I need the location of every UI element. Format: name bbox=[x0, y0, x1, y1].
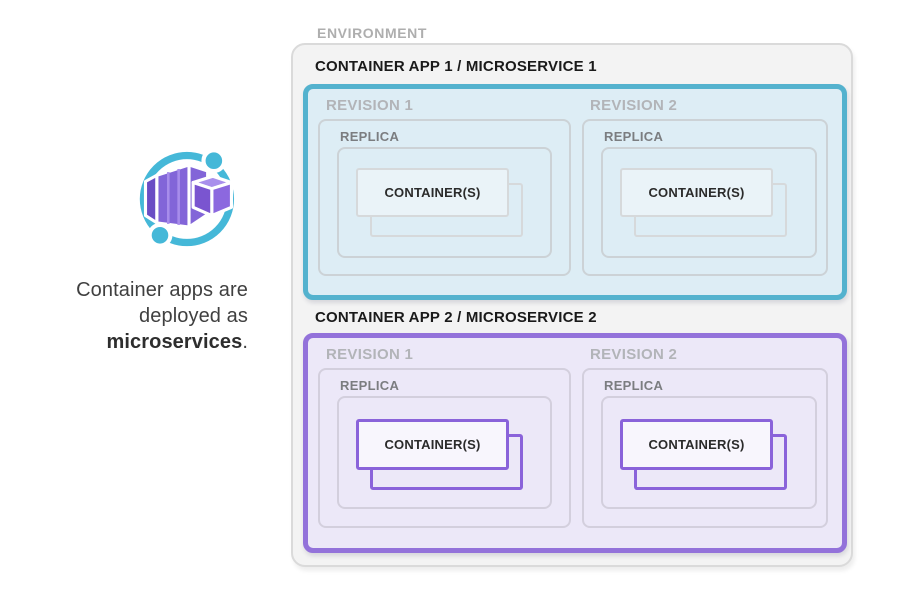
revision-box: REPLICA CONTAINER(S) bbox=[318, 368, 571, 528]
container-cards: CONTAINER(S) bbox=[620, 419, 792, 491]
container-front-face bbox=[155, 163, 191, 229]
app1-revision-2: REVISION 2 REPLICA CONTAINER(S) bbox=[582, 97, 828, 276]
app1-revision-1: REVISION 1 REPLICA CONTAINER(S) bbox=[318, 97, 571, 276]
container-card: CONTAINER(S) bbox=[356, 168, 509, 217]
container-card: CONTAINER(S) bbox=[356, 419, 509, 470]
replica-label: REPLICA bbox=[340, 129, 400, 144]
app2-revision-1: REVISION 1 REPLICA CONTAINER(S) bbox=[318, 346, 571, 528]
revision-box: REPLICA CONTAINER(S) bbox=[582, 119, 828, 276]
container-card: CONTAINER(S) bbox=[620, 168, 773, 217]
revision-box: REPLICA CONTAINER(S) bbox=[318, 119, 571, 276]
container-cards: CONTAINER(S) bbox=[356, 168, 528, 240]
revision-label: REVISION 2 bbox=[590, 346, 678, 363]
container-app-1-label: CONTAINER APP 1 / MICROSERVICE 1 bbox=[315, 58, 597, 75]
orbit-dot bbox=[201, 148, 227, 174]
container-box-shape bbox=[143, 163, 234, 229]
app2-revision-2: REVISION 2 REPLICA CONTAINER(S) bbox=[582, 346, 828, 528]
replica-box: CONTAINER(S) bbox=[601, 396, 817, 509]
azure-container-apps-icon bbox=[139, 148, 235, 248]
cube-left-face bbox=[191, 180, 214, 218]
container-card: CONTAINER(S) bbox=[620, 419, 773, 470]
revision-label: REVISION 1 bbox=[326, 97, 414, 114]
replica-box: CONTAINER(S) bbox=[601, 147, 817, 258]
replica-label: REPLICA bbox=[604, 378, 664, 393]
revision-label: REVISION 2 bbox=[590, 97, 678, 114]
container-cards: CONTAINER(S) bbox=[356, 419, 528, 491]
caption-line-2: deployed as bbox=[139, 305, 248, 327]
environment-label: ENVIRONMENT bbox=[317, 25, 428, 41]
container-left-face bbox=[143, 173, 159, 225]
replica-label: REPLICA bbox=[340, 378, 400, 393]
revision-label: REVISION 1 bbox=[326, 346, 414, 363]
caption-period: . bbox=[242, 331, 248, 353]
replica-label: REPLICA bbox=[604, 129, 664, 144]
container-app-2-label: CONTAINER APP 2 / MICROSERVICE 2 bbox=[315, 309, 597, 326]
replica-box: CONTAINER(S) bbox=[337, 147, 552, 258]
container-cards: CONTAINER(S) bbox=[620, 168, 792, 240]
caption-line-1: Container apps are bbox=[76, 279, 248, 301]
container-app-1-box: REVISION 1 REPLICA CONTAINER(S) REVISION… bbox=[303, 84, 847, 300]
replica-box: CONTAINER(S) bbox=[337, 396, 552, 509]
caption-bold-word: microservices bbox=[106, 331, 243, 353]
environment-box: CONTAINER APP 1 / MICROSERVICE 1 REVISIO… bbox=[291, 43, 853, 567]
orbit-dot bbox=[147, 222, 173, 248]
caption-text: Container apps are deployed as microserv… bbox=[18, 277, 248, 355]
revision-box: REPLICA CONTAINER(S) bbox=[582, 368, 828, 528]
container-app-2-box: REVISION 1 REPLICA CONTAINER(S) REVISION… bbox=[303, 333, 847, 553]
